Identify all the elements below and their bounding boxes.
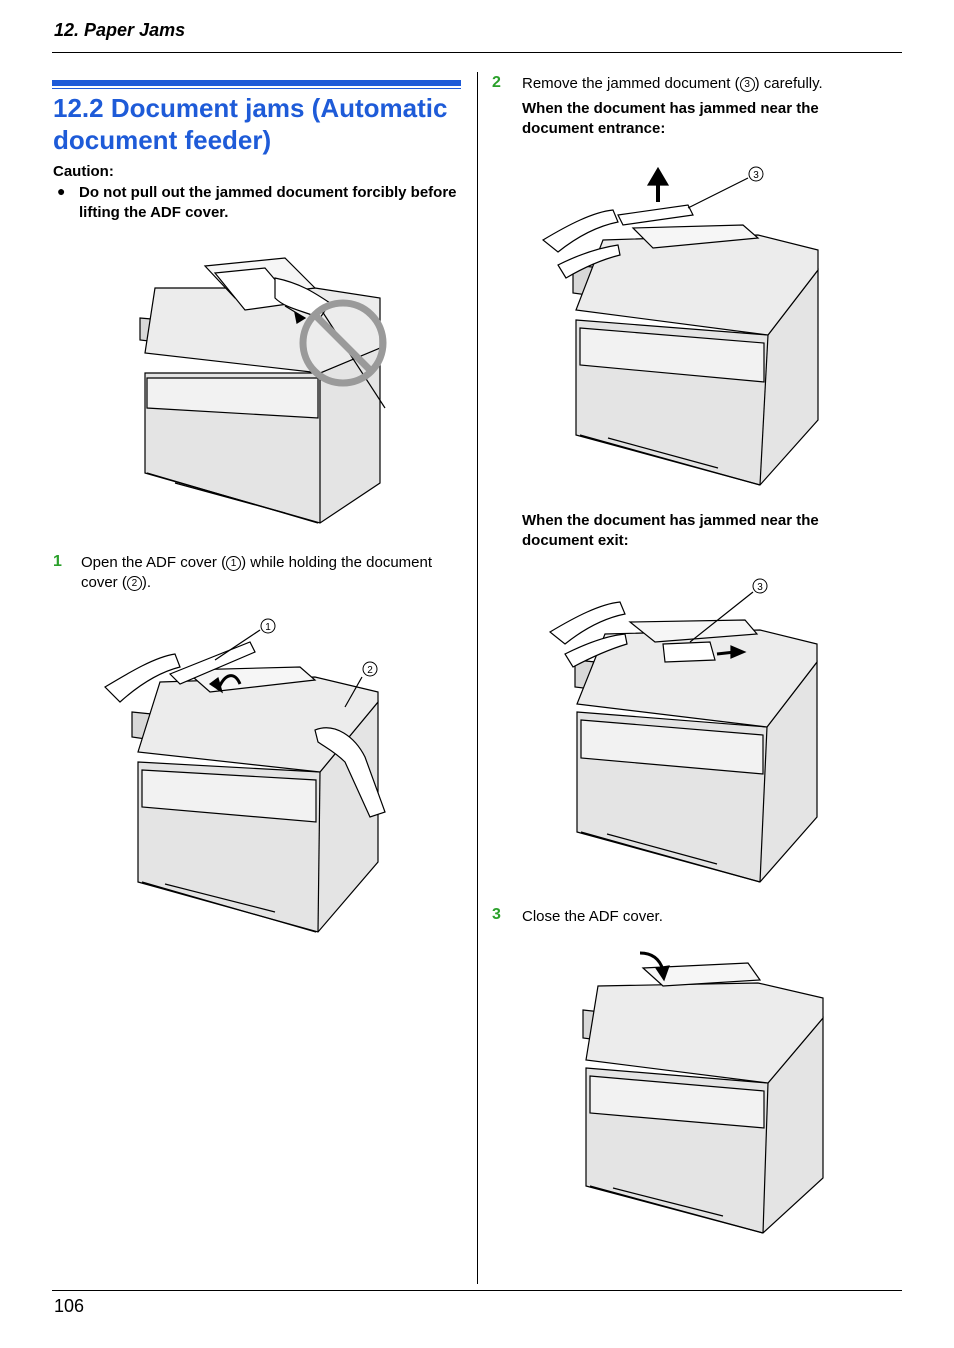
- section-title: 12.2 Document jams (Automatic document f…: [53, 93, 448, 155]
- section-bar: [52, 80, 461, 86]
- column-divider: [477, 72, 478, 1284]
- header-rule: [52, 52, 902, 53]
- prohibition-icon: [299, 299, 387, 387]
- illustration-open-adf: 1 2: [104, 618, 386, 933]
- page-number: 106: [54, 1296, 85, 1316]
- callout-3-badge-entrance: 3: [748, 166, 764, 182]
- callout-3-badge-exit: 3: [752, 578, 768, 594]
- footer-rule: [52, 1290, 902, 1291]
- callout-2-badge: 2: [362, 661, 378, 677]
- step-1-text-a: Open the ADF cover (: [81, 554, 227, 571]
- illustration-exit-jam: 3: [548, 578, 818, 883]
- section-bar-thin: [52, 88, 461, 89]
- caution-text: Do not pull out the jammed document forc…: [79, 184, 457, 221]
- illustration-close-adf: [582, 951, 824, 1234]
- illustration-entrance-jam: 3: [541, 166, 819, 486]
- bullet-icon: ●: [57, 183, 66, 199]
- subhead-exit: When the document has jammed near the do…: [522, 512, 819, 549]
- step-2-text: Remove the jammed document (3) carefully…: [522, 74, 902, 94]
- step-2-text-a: Remove the jammed document (: [522, 75, 740, 92]
- illustration-prohibited-pull: [139, 257, 387, 524]
- step-2-number: 2: [492, 74, 501, 91]
- running-header: 12. Paper Jams: [54, 20, 186, 40]
- step-1-number: 1: [53, 553, 62, 570]
- callout-1-badge: 1: [260, 618, 276, 634]
- callout-2-label: 2: [367, 665, 373, 676]
- callout-3-inline: 3: [739, 77, 755, 92]
- step-1-text-b: ) while holding the document cover (: [81, 554, 433, 591]
- subhead-entrance: When the document has jammed near the do…: [522, 100, 819, 137]
- callout-1-label: 1: [265, 622, 271, 633]
- callout-1-inline: 1: [226, 556, 242, 571]
- callout-2-inline: 2: [126, 576, 142, 591]
- step-1-text-c: ).: [141, 574, 152, 591]
- step-3-text: Close the ADF cover.: [522, 908, 663, 925]
- callout-3-label-a: 3: [753, 170, 759, 181]
- step-2-text-b: ) carefully.: [754, 75, 823, 92]
- caution-label: Caution:: [53, 163, 114, 180]
- callout-3-label-b: 3: [757, 582, 763, 593]
- step-3-number: 3: [492, 906, 501, 923]
- step-1-text: Open the ADF cover (1) while holding the…: [81, 553, 461, 593]
